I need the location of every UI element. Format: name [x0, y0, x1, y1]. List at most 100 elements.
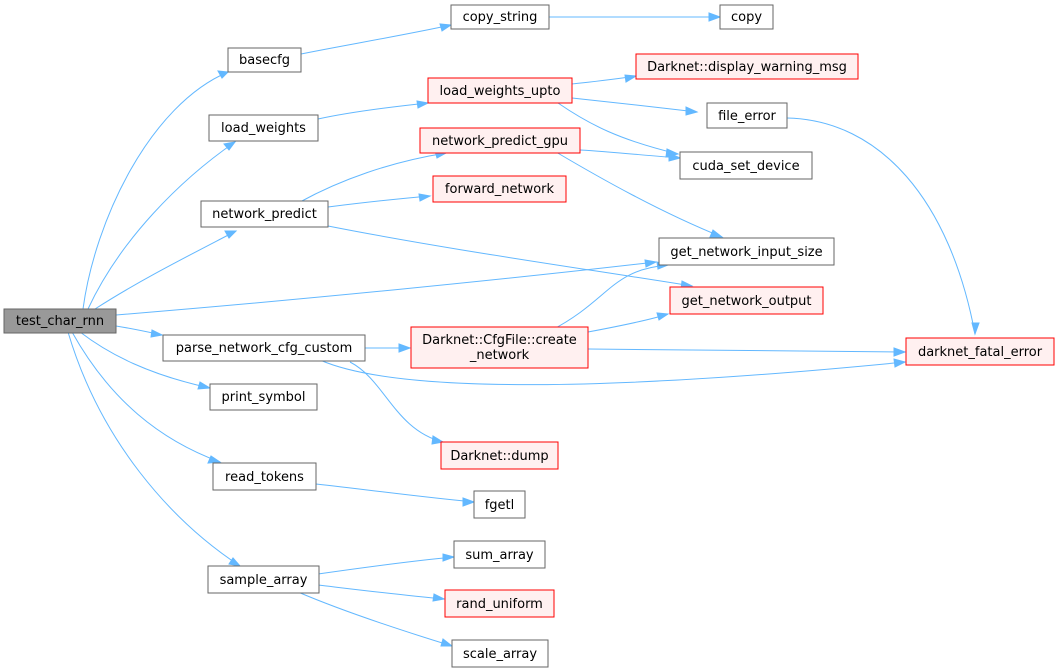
- node-basecfg-label: basecfg: [239, 53, 290, 68]
- edge-test_char_rnn-read_tokens: [71, 331, 221, 463]
- node-parse_network_cfg_custom-box: [162, 334, 366, 362]
- node-sample_array-label: sample_array: [220, 573, 308, 588]
- edge-network_predict-network_predict_gpu: [299, 152, 447, 203]
- edge-create_network-get_network_output: [587, 313, 669, 333]
- node-fgetl-box: [473, 490, 526, 519]
- arrow-parse_network_cfg_custom-dump: [431, 435, 445, 445]
- edge-create_network-get_network_input_size: [549, 264, 669, 332]
- edge-test_char_rnn-sample_array: [67, 331, 241, 567]
- arrow-file_error-darknet_fatal_error: [971, 322, 980, 336]
- node-copy_string-box: [450, 4, 550, 30]
- node-copy[interactable]: copy: [719, 4, 774, 30]
- node-sum_array[interactable]: sum_array: [453, 540, 546, 569]
- node-load_weights_upto[interactable]: load_weights_upto: [427, 77, 573, 104]
- arrow-test_char_rnn-read_tokens: [207, 455, 222, 464]
- edge-load_weights-load_weights_upto: [317, 102, 429, 120]
- arrow-copy_string-copy: [708, 12, 722, 22]
- arrow-test_char_rnn-print_symbol: [197, 381, 212, 390]
- edge-parse_network_cfg_custom-darknet_fatal_error: [319, 359, 906, 386]
- edge-create_network-darknet_fatal_error: [587, 348, 906, 353]
- node-rand_uniform[interactable]: rand_uniform: [444, 589, 555, 618]
- arrow-load_weights_upto-file_error: [685, 106, 699, 116]
- node-network_predict_gpu-box: [419, 127, 581, 154]
- arrow-test_char_rnn-load_weights: [223, 141, 237, 151]
- node-file_error-label: file_error: [718, 109, 776, 124]
- node-display_warning_msg[interactable]: Darknet::display_warning_msg: [635, 53, 859, 80]
- node-basecfg[interactable]: basecfg: [227, 47, 302, 73]
- node-network_predict[interactable]: network_predict: [200, 200, 329, 228]
- node-display_warning_msg-label: Darknet::display_warning_msg: [647, 60, 847, 75]
- node-parse_network_cfg_custom-label: parse_network_cfg_custom: [176, 341, 352, 356]
- node-cuda_set_device[interactable]: cuda_set_device: [679, 151, 813, 180]
- arrow-read_tokens-fgetl: [462, 497, 476, 507]
- node-rand_uniform-box: [444, 589, 555, 618]
- arrow-test_char_rnn-network_predict: [224, 230, 238, 239]
- node-basecfg-box: [227, 47, 302, 73]
- edge-sample_array-scale_array: [297, 591, 453, 647]
- edge-parse_network_cfg_custom-dump: [349, 361, 444, 443]
- node-create_network-box: [410, 326, 589, 369]
- arrow-sample_array-sum_array: [442, 553, 456, 562]
- node-forward_network[interactable]: forward_network: [432, 175, 567, 203]
- node-get_network_output-box: [669, 286, 824, 315]
- edge-test_char_rnn-basecfg: [82, 71, 229, 310]
- node-create_network-label-line1: Darknet::CfgFile::create: [422, 333, 577, 348]
- node-scale_array-box: [451, 639, 549, 668]
- node-scale_array-label: scale_array: [463, 647, 537, 662]
- arrow-load_weights_upto-display_warning_msg: [624, 74, 638, 83]
- node-sample_array-box: [207, 565, 320, 594]
- node-parse_network_cfg_custom[interactable]: parse_network_cfg_custom: [162, 334, 366, 362]
- edge-basecfg-copy_string: [300, 24, 452, 55]
- node-cuda_set_device-label: cuda_set_device: [692, 159, 799, 174]
- node-get_network_input_size[interactable]: get_network_input_size: [658, 237, 835, 266]
- node-get_network_input_size-box: [658, 237, 835, 266]
- arrow-test_char_rnn-parse_network_cfg_custom: [150, 329, 164, 338]
- arrow-basecfg-copy_string: [439, 23, 453, 32]
- arrow-load_weights-load_weights_upto: [416, 100, 430, 109]
- node-get_network_output[interactable]: get_network_output: [669, 286, 824, 315]
- node-dump[interactable]: Darknet::dump: [440, 441, 559, 470]
- node-print_symbol-label: print_symbol: [222, 390, 306, 405]
- node-sum_array-box: [453, 540, 546, 569]
- node-rand_uniform-label: rand_uniform: [456, 597, 543, 612]
- node-scale_array[interactable]: scale_array: [451, 639, 549, 668]
- arrow-network_predict-forward_network: [418, 193, 432, 202]
- node-sample_array[interactable]: sample_array: [207, 565, 320, 594]
- node-copy-box: [719, 4, 774, 30]
- node-create_network-label-line2: _network: [469, 348, 530, 363]
- node-create_network[interactable]: Darknet::CfgFile::create _network: [410, 326, 589, 369]
- node-darknet_fatal_error[interactable]: darknet_fatal_error: [905, 337, 1055, 366]
- node-copy_string[interactable]: copy_string: [450, 4, 550, 30]
- node-test_char_rnn[interactable]: test_char_rnn: [3, 308, 117, 334]
- arrow-create_network-get_network_output: [656, 312, 670, 321]
- node-darknet_fatal_error-box: [905, 337, 1055, 366]
- edge-test_char_rnn-network_predict: [94, 230, 237, 310]
- edge-network_predict-forward_network: [327, 195, 431, 208]
- node-network_predict_gpu[interactable]: network_predict_gpu: [419, 127, 581, 154]
- node-read_tokens-label: read_tokens: [225, 470, 304, 485]
- arrow-create_network-darknet_fatal_error: [893, 347, 907, 357]
- node-fgetl-label: fgetl: [485, 498, 515, 513]
- edge-read_tokens-fgetl: [315, 483, 475, 503]
- node-file_error[interactable]: file_error: [706, 102, 788, 129]
- node-read_tokens[interactable]: read_tokens: [212, 462, 317, 491]
- edge-test_char_rnn-load_weights: [87, 141, 236, 310]
- edge-sample_array-rand_uniform: [317, 584, 445, 600]
- arrow-network_predict_gpu-get_network_input_size: [709, 229, 724, 238]
- edge-load_weights_upto-file_error: [571, 97, 698, 113]
- node-cuda_set_device-box: [679, 151, 813, 180]
- arrows-layer: [150, 12, 980, 647]
- node-load_weights_upto-label: load_weights_upto: [440, 84, 561, 99]
- arrow-sample_array-rand_uniform: [432, 593, 446, 602]
- node-print_symbol[interactable]: print_symbol: [209, 383, 318, 411]
- arrow-test_char_rnn-basecfg: [217, 70, 230, 79]
- node-fgetl[interactable]: fgetl: [473, 490, 526, 519]
- node-network_predict-box: [200, 200, 329, 228]
- node-get_network_input_size-label: get_network_input_size: [670, 245, 822, 260]
- node-darknet_fatal_error-label: darknet_fatal_error: [918, 345, 1043, 360]
- node-display_warning_msg-box: [635, 53, 859, 80]
- node-load_weights[interactable]: load_weights: [208, 114, 319, 142]
- edge-load_weights_upto-cuda_set_device: [557, 102, 679, 155]
- node-load_weights_upto-box: [427, 77, 573, 104]
